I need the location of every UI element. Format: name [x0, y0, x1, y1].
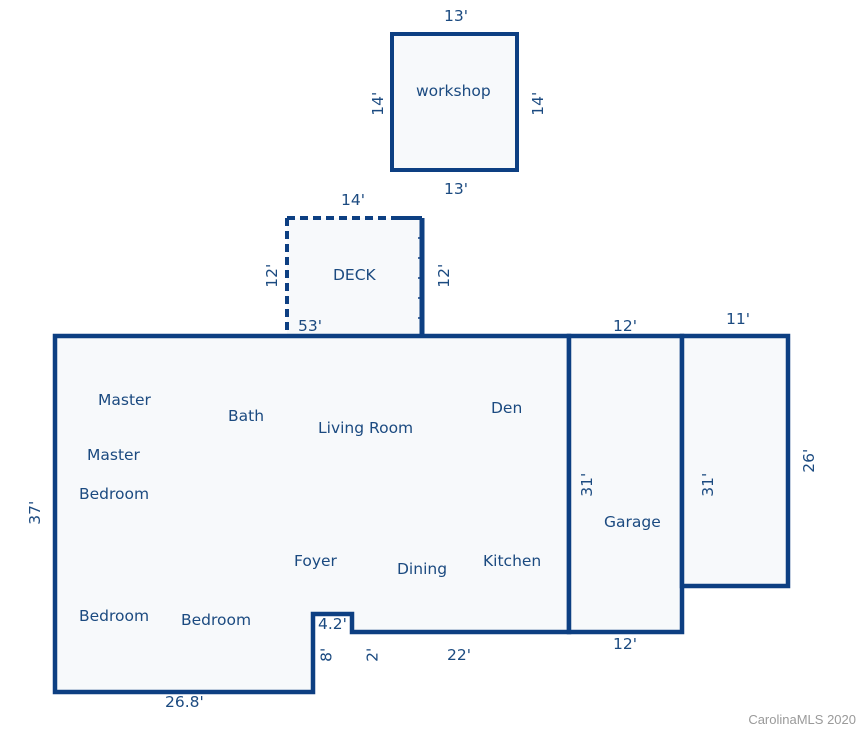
room-master-bedroom-line2: Bedroom: [79, 485, 150, 503]
deck-label: DECK: [333, 266, 376, 284]
garage-dim-bottom: 12': [613, 635, 637, 653]
room-bath: Bath: [228, 407, 265, 425]
deck-dim-left: 12': [263, 263, 282, 288]
room-bedroom-1: Bedroom: [79, 607, 150, 625]
house-dim-left: 37': [26, 500, 45, 525]
deck-outline: [285, 216, 425, 336]
main-house-outline: [52, 333, 572, 695]
room-kitchen: Kitchen: [483, 552, 542, 570]
workshop-label: workshop: [416, 82, 491, 100]
house-dim-bottom-left: 26.8': [165, 693, 204, 711]
annex-dim-right: 26': [800, 448, 819, 473]
room-master: Master: [98, 391, 151, 409]
garage-outline: [566, 333, 685, 635]
room-bedroom-2: Bedroom: [181, 611, 252, 629]
deck-dim-right: 12': [435, 263, 454, 288]
annex-dim-left: 31': [699, 472, 718, 497]
workshop-dim-bottom: 13': [444, 180, 468, 198]
house-dim-top: 53': [298, 317, 322, 335]
room-master-bedroom-line1: Master: [87, 446, 140, 464]
house-dim-step-left: 8': [317, 647, 336, 662]
workshop-dim-top: 13': [444, 7, 468, 25]
deck-dim-top: 14': [341, 191, 365, 209]
room-foyer: Foyer: [294, 552, 337, 570]
house-dim-bottom-right: 22': [447, 646, 471, 664]
workshop-dim-left: 14': [369, 91, 388, 116]
room-living-room: Living Room: [318, 419, 414, 437]
garage-label: Garage: [604, 513, 661, 531]
house-dim-step-width: 4.2': [318, 615, 347, 633]
annex-outline: [679, 333, 791, 589]
house-dim-step-right: 2': [363, 647, 382, 662]
garage-dim-left: 31': [578, 472, 597, 497]
annex-dim-top: 11': [726, 310, 750, 328]
room-dining: Dining: [397, 560, 448, 578]
room-den: Den: [491, 399, 523, 417]
workshop-outline: [390, 32, 519, 172]
garage-dim-top: 12': [613, 317, 637, 335]
watermark: CarolinaMLS 2020: [748, 712, 856, 727]
workshop-dim-right: 14': [529, 91, 548, 116]
